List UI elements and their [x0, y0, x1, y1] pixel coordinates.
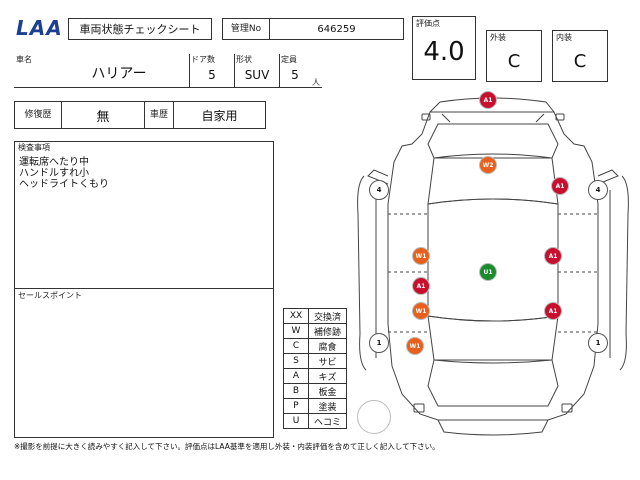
vehicle-name: ハリアー [91, 66, 147, 82]
exterior-value: C [507, 50, 521, 72]
tire-front-right: 4 [588, 180, 608, 200]
tire-rear-left: 1 [369, 333, 389, 353]
score-value: 4.0 [423, 37, 465, 67]
sheet-title: 車両状態チェックシート [68, 18, 212, 40]
repair-value: 無 [61, 101, 145, 129]
inspection-line: ハンドルすれ小 [19, 168, 89, 179]
doors-label: ドア数 [191, 55, 215, 64]
interior-box: 内装 C [552, 30, 608, 82]
inspection-line: ヘッドライトくもり [19, 179, 109, 190]
damage-mark: A1 [412, 277, 430, 295]
exterior-label: 外装 [490, 33, 506, 42]
damage-mark: A1 [544, 302, 562, 320]
sales-points-label: セールスポイント [18, 291, 82, 300]
damage-mark: A1 [544, 247, 562, 265]
damage-mark: W1 [406, 337, 424, 355]
laa-logo: LAA [16, 16, 68, 42]
logo-text: LAA [16, 16, 63, 40]
repair-label: 修復歴 [14, 101, 62, 129]
tire-rear-right: 1 [588, 333, 608, 353]
usage-value: 自家用 [173, 101, 266, 129]
inspection-label: 検査事項 [18, 143, 50, 152]
damage-mark: A1 [551, 177, 569, 195]
damage-mark: W1 [412, 302, 430, 320]
usage-label: 車歴 [144, 101, 174, 129]
mgmt-no: 646259 [269, 18, 404, 40]
name-label: 車名 [16, 55, 32, 64]
score-label: 評価点 [416, 19, 440, 28]
capacity-label: 定員 [281, 55, 297, 64]
damage-mark: A1 [479, 91, 497, 109]
damage-mark: W1 [412, 247, 430, 265]
sales-points-box: セールスポイント [14, 288, 274, 438]
interior-label: 内装 [556, 33, 572, 42]
footer-note: ※撮影を前提に大きく読みやすく記入して下さい。評価点はLAA基準を適用し外装・内… [14, 442, 440, 451]
shape-label: 形状 [236, 55, 252, 64]
car-diagram [357, 97, 629, 436]
vehicle-info-row: 車名 ハリアー ドア数 5 形状 SUV 定員 5 人 [14, 54, 322, 88]
score-box: 評価点 4.0 [412, 16, 476, 80]
doors-value: 5 [208, 68, 216, 82]
shape-value: SUV [244, 68, 270, 82]
interior-value: C [573, 50, 587, 72]
tire-front-left: 4 [369, 180, 389, 200]
stamp-circle [357, 400, 391, 434]
capacity-unit: 人 [312, 78, 320, 87]
inspection-line: 運転席へたり中 [19, 157, 89, 168]
damage-mark: U1 [479, 263, 497, 281]
mgmt-label: 管理No [222, 18, 270, 40]
inspection-box: 検査事項 運転席へたり中 ハンドルすれ小 ヘッドライトくもり [14, 141, 274, 289]
capacity-value: 5 [291, 68, 299, 82]
exterior-box: 外装 C [486, 30, 542, 82]
damage-mark: W2 [479, 156, 497, 174]
inspection-lines: 運転席へたり中 ハンドルすれ小 ヘッドライトくもり [19, 157, 109, 190]
